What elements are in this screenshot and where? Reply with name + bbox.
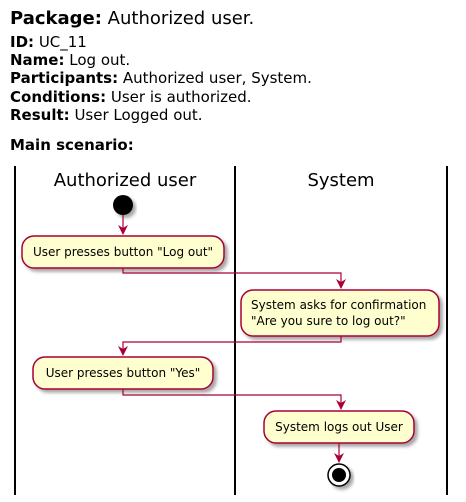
participants-label: Participants: xyxy=(10,69,119,87)
activity-log-out-press-text: User presses button "Log out" xyxy=(33,245,213,259)
participants-line: Participants: Authorized user, System. xyxy=(10,69,312,87)
activity-confirmation-text-line2: "Are you sure to log out?" xyxy=(251,314,406,328)
result-value: User Logged out. xyxy=(74,106,203,124)
activity-confirmation xyxy=(240,289,440,337)
id-value: UC_11 xyxy=(38,33,87,51)
result-label: Result: xyxy=(10,106,70,124)
conditions-label: Conditions: xyxy=(10,88,107,106)
start-node xyxy=(113,195,133,215)
main-scenario-heading: Main scenario: xyxy=(10,136,134,154)
result-line: Result: User Logged out. xyxy=(10,106,203,124)
arrow-act3-to-act4 xyxy=(122,389,346,410)
arrow-act2-to-act3 xyxy=(118,336,342,356)
lane-title-system: System xyxy=(307,170,374,191)
conditions-line: Conditions: User is authorized. xyxy=(10,88,252,106)
participants-value: Authorized user, System. xyxy=(122,69,312,87)
package-label: Package: xyxy=(10,8,102,29)
name-line: Name: Log out. xyxy=(10,51,130,69)
name-label: Name: xyxy=(10,51,65,69)
package-line: Package: Authorized user. xyxy=(10,8,254,29)
activity-yes-press-text: User presses button "Yes" xyxy=(46,366,201,380)
id-line: ID: UC_11 xyxy=(10,33,87,51)
arrow-act1-to-act2 xyxy=(122,268,346,289)
name-value: Log out. xyxy=(69,51,131,69)
lane-title-authorized-user: Authorized user xyxy=(54,170,197,191)
package-value: Authorized user. xyxy=(107,8,255,29)
conditions-value: User is authorized. xyxy=(110,88,252,106)
id-label: ID: xyxy=(10,33,35,51)
activity-logs-out-text: System logs out User xyxy=(275,420,403,434)
activity-confirmation-text-line1: System asks for confirmation xyxy=(251,298,426,312)
end-node xyxy=(327,463,351,487)
